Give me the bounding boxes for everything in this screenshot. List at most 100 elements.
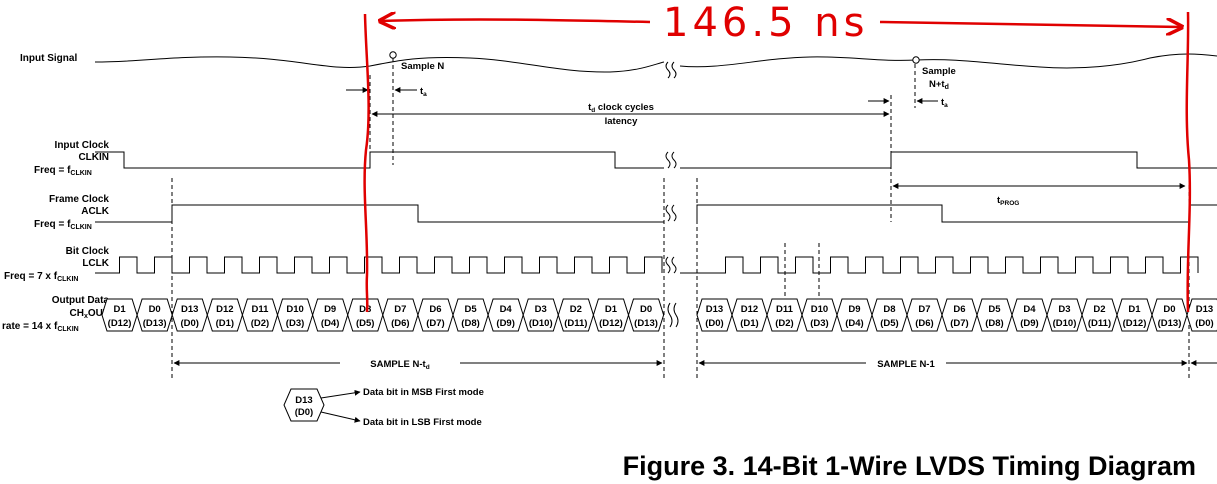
data-right-bit-alt-label: (D2): [775, 318, 793, 329]
data-left-bit-label: D9: [324, 304, 336, 315]
output-data-label: Output Data: [52, 295, 110, 306]
data-left-bit-label: D1: [113, 304, 126, 315]
bit-clock-label: Bit Clock: [66, 246, 110, 257]
latency-label-2: latency: [605, 116, 638, 127]
data-left-bit-alt-label: (D6): [391, 318, 409, 329]
data-left-cell: [382, 298, 419, 332]
data-left-cell: [312, 298, 349, 332]
data-right-bit-alt-label: (D11): [1088, 318, 1111, 329]
data-right-cell: [1011, 298, 1048, 332]
data-left-bit-label: D12: [216, 304, 233, 315]
clkin-label: CLKIN: [78, 152, 109, 163]
data-left-bit-alt-label: (D2): [251, 318, 269, 329]
data-left-bit-label: D0: [640, 304, 652, 315]
ta-label-right: ta: [941, 97, 948, 109]
data-left-bit-alt-label: (D9): [496, 318, 514, 329]
input-signal-wave: [94, 53, 1217, 73]
sample-n-point: [389, 51, 397, 59]
aclk-waveform: [95, 204, 1217, 223]
data-right-bit-label: D9: [848, 304, 860, 315]
tprog-label: tPROG: [997, 195, 1019, 207]
data-right-cell: [871, 298, 908, 332]
data-right-cell: [836, 298, 873, 332]
sample-n-label: Sample N: [401, 61, 444, 72]
ta-label-left: ta: [420, 86, 427, 98]
data-left-bit-label: D4: [500, 304, 513, 315]
clkin-waveform: [95, 151, 1217, 169]
data-right-cell: [906, 298, 943, 332]
aclk-label: ACLK: [81, 206, 110, 217]
data-left-bit-label: D10: [286, 304, 303, 315]
data-right-cell: [1151, 298, 1188, 332]
lclk-label: LCLK: [82, 258, 109, 269]
data-right-bit-label: D1: [1128, 304, 1141, 315]
data-left-bit-alt-label: (D13): [634, 318, 658, 329]
data-right-bit-label: D3: [1058, 304, 1070, 315]
data-left-bit-alt-label: (D7): [426, 318, 444, 329]
legend-msb-arrow: [320, 389, 361, 399]
data-right-bit-alt-label: (D8): [985, 318, 1003, 329]
latency-label-1: td clock cycles: [588, 102, 654, 114]
chx-out-label: CHxOUT: [70, 308, 109, 320]
data-left-cell: [101, 298, 138, 332]
data-right-bit-alt-label: (D13): [1158, 318, 1182, 329]
legend-msb-label: Data bit in MSB First mode: [363, 387, 484, 398]
data-left-bit-label: D5: [464, 304, 477, 315]
data-right-bit-label: D4: [1023, 304, 1036, 315]
sample-n-td-label: SAMPLE N-td: [370, 359, 429, 371]
data-right-cell: [766, 298, 803, 332]
data-right-cell: [941, 298, 978, 332]
input-signal-label: Input Signal: [20, 53, 77, 64]
data-right-bit-label: D5: [988, 304, 1001, 315]
data-left-bit-label: D8: [359, 304, 371, 315]
data-left-cell: [487, 298, 524, 332]
input-clock-label: Input Clock: [55, 140, 110, 151]
data-left-cell: [522, 298, 559, 332]
data-right-bit-label: D7: [918, 304, 930, 315]
data-right-bit-alt-label: (D10): [1053, 318, 1077, 329]
data-left-cell: [592, 298, 630, 332]
red-marker-line-left: [363, 13, 370, 313]
data-right-bit-alt-label: (D4): [845, 318, 863, 329]
data-right-bit-label: D10: [811, 304, 828, 315]
red-annotation-text: 146.5 ns: [663, 0, 868, 46]
data-right-bit-label: D0: [1163, 304, 1175, 315]
data-right-bit-alt-label: (D12): [1123, 318, 1147, 329]
data-right-cell: [1046, 298, 1083, 332]
red-arrow-left: [380, 19, 651, 22]
data-left-cell: [627, 298, 665, 332]
data-left-cell: [347, 298, 384, 332]
data-right-bit-alt-label: (D7): [950, 318, 968, 329]
legend-top-label: D13: [295, 395, 312, 406]
data-left-cell: [171, 298, 208, 332]
data-left-cell: [557, 298, 594, 332]
red-annotation: 146.5 ns: [363, 0, 1192, 313]
data-left-cell: [417, 298, 454, 332]
data-right-bit-label: D11: [776, 304, 794, 315]
data-right-cell: [731, 298, 768, 332]
data-right-cell: [801, 298, 838, 332]
data-left-bit-label: D2: [570, 304, 582, 315]
data-bits-right-group: D13(D0)D12(D1)D11(D2)D10(D3)D9(D4)D8(D5)…: [696, 298, 1217, 332]
red-marker-line-right: [1185, 11, 1192, 313]
data-rate-label: rate = 14 x fCLKIN: [2, 321, 79, 333]
data-right-cell: [1186, 298, 1217, 332]
data-left-bit-alt-label: (D8): [461, 318, 479, 329]
data-right-cell: [1116, 298, 1153, 332]
data-right-bit-alt-label: (D0): [1195, 318, 1213, 329]
sample-nt-point: [912, 56, 920, 64]
data-right-cell: [696, 298, 733, 332]
data-left-bit-label: D6: [429, 304, 441, 315]
legend-bit-cell: [283, 388, 325, 422]
lclk-waveform: [95, 256, 1199, 274]
data-right-bit-label: D6: [953, 304, 965, 315]
frame-clock-label: Frame Clock: [49, 194, 109, 205]
data-bits-left-group: D1(D12)D0(D13)D13(D0)D12(D1)D11(D2)D10(D…: [101, 298, 665, 332]
legend-bot-label: (D0): [295, 407, 313, 418]
data-right-cell: [976, 298, 1013, 332]
clkin-freq-label: Freq = fCLKIN: [34, 165, 92, 177]
data-right-cell: [1081, 298, 1118, 332]
data-left-bit-label: D1: [605, 304, 618, 315]
data-right-bit-alt-label: (D5): [880, 318, 898, 329]
